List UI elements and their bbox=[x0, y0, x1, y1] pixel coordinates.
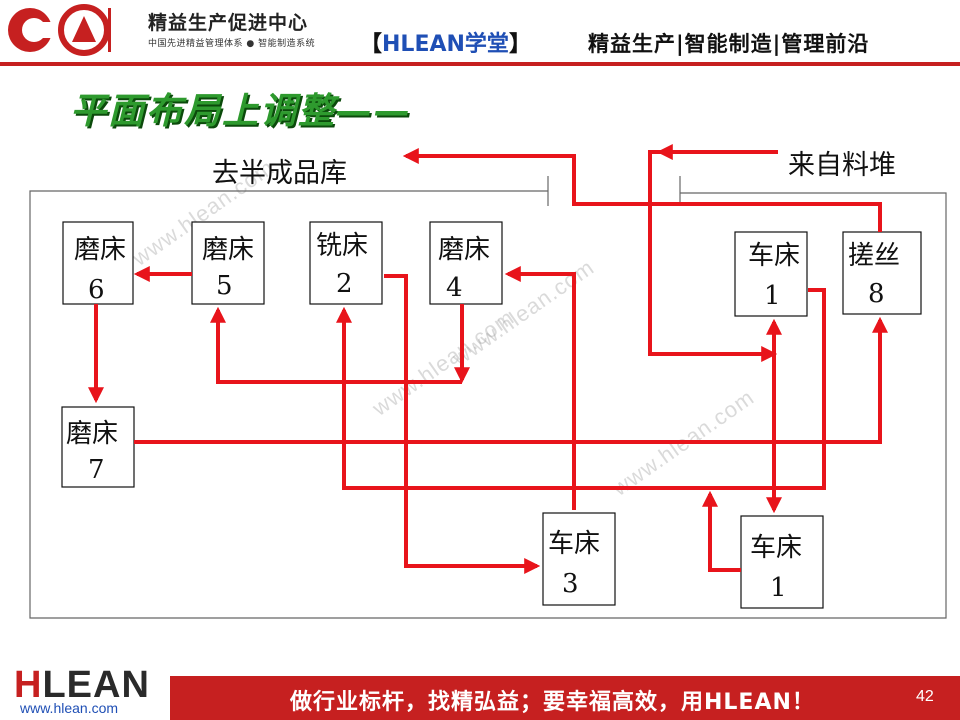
flow-arrow bbox=[504, 266, 576, 510]
input-area-label: 来自料堆 bbox=[788, 150, 896, 181]
machine-name: 搓丝 bbox=[848, 241, 900, 271]
machine-box: 磨床 6 bbox=[62, 221, 134, 305]
machine-number: 5 bbox=[216, 271, 233, 301]
footer-logo-rest: LEAN bbox=[42, 664, 150, 706]
machine-name: 铣床 bbox=[316, 231, 368, 261]
machine-number: 3 bbox=[562, 569, 579, 599]
machine-name: 磨床 bbox=[438, 235, 490, 265]
machine-box: 车床 1 bbox=[740, 515, 824, 609]
footer-logo: HLEAN bbox=[14, 664, 150, 707]
machine-number: 8 bbox=[868, 279, 885, 309]
machine-number: 6 bbox=[88, 275, 105, 305]
footer-logo-h: H bbox=[14, 664, 43, 706]
machine-name: 车床 bbox=[750, 533, 802, 563]
machine-number: 1 bbox=[764, 281, 781, 311]
machine-number: 1 bbox=[770, 573, 787, 603]
workshop-boundary bbox=[29, 176, 947, 619]
flow-arrow bbox=[210, 306, 462, 384]
flow-arrow bbox=[336, 288, 826, 490]
header-divider bbox=[0, 62, 960, 66]
footer-url[interactable]: www.hlean.com bbox=[20, 700, 119, 716]
machine-box: 车床 1 bbox=[734, 231, 808, 317]
machine-box: 搓丝 8 bbox=[842, 231, 922, 315]
org-name: 精益生产促进中心 bbox=[148, 12, 309, 34]
machine-box: 铣床 2 bbox=[309, 221, 383, 305]
org-subtitle: 中国先进精益管理体系 ● 智能制造系统 bbox=[148, 39, 316, 49]
brand-close: 】 bbox=[508, 32, 531, 57]
machine-box: 磨床 7 bbox=[61, 406, 135, 488]
machine-box: 磨床 5 bbox=[191, 221, 265, 305]
machine-number: 4 bbox=[446, 273, 463, 303]
brand: 【HLEAN学堂】 bbox=[360, 26, 531, 58]
output-area-label: 去半成品库 bbox=[212, 158, 347, 189]
machine-number: 2 bbox=[336, 269, 353, 299]
machine-box: 磨床 4 bbox=[429, 221, 503, 305]
header: 精益生产促进中心 中国先进精益管理体系 ● 智能制造系统 【HLEAN学堂】 精… bbox=[0, 0, 960, 66]
machine-number: 7 bbox=[88, 455, 105, 485]
slide-title: 平面布局上调整—— bbox=[70, 82, 412, 134]
footer-slogan: 做行业标杆，找精弘益；要幸福高效，用HLEAN！ bbox=[290, 690, 815, 715]
header-slogan: 精益生产|智能制造|管理前沿 bbox=[588, 32, 870, 56]
machine-name: 车床 bbox=[548, 529, 600, 559]
machine-name: 磨床 bbox=[66, 419, 118, 449]
flow-arrow bbox=[402, 148, 882, 232]
page-number: 42 bbox=[916, 688, 934, 705]
footer-bar bbox=[170, 676, 960, 720]
flow-arrow bbox=[384, 274, 541, 574]
brand-cn: 学堂 bbox=[464, 32, 509, 57]
machine-name: 磨床 bbox=[202, 235, 254, 265]
logo-icon bbox=[8, 4, 111, 56]
machine-name: 磨床 bbox=[74, 235, 126, 265]
slide-title-text: 平面布局上调整—— bbox=[70, 91, 413, 132]
machine-name: 车床 bbox=[748, 241, 800, 271]
brand-main: HLEAN bbox=[382, 32, 465, 57]
brand-open: 【 bbox=[360, 32, 383, 57]
flow-arrow bbox=[134, 316, 888, 444]
machine-box: 车床 3 bbox=[542, 512, 616, 606]
flow-lines bbox=[88, 144, 888, 574]
flow-arrow bbox=[702, 490, 741, 572]
